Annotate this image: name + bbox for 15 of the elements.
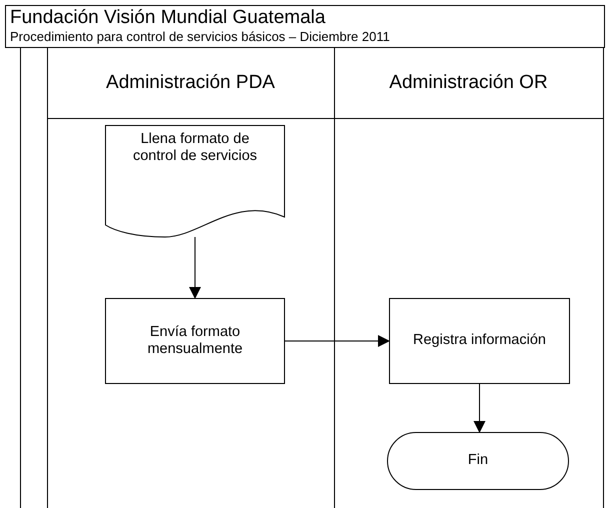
step-text: Registra información xyxy=(413,332,546,350)
subtitle: Procedimiento para control de servicios básicos – Diciembre 2011 xyxy=(10,29,390,44)
process-box xyxy=(105,298,285,384)
lane-heading: Administración OR xyxy=(389,72,548,94)
arrow xyxy=(189,236,201,299)
lane-heading: Administración PDA xyxy=(106,72,275,94)
step-text: Llena formato de control de servicios xyxy=(132,131,258,166)
title: Fundación Visión Mundial Guatemala xyxy=(10,7,326,29)
step-text: Envía formato mensualmente xyxy=(146,324,244,358)
process-box xyxy=(389,298,570,384)
arrow xyxy=(284,335,390,347)
document-shape xyxy=(105,125,285,240)
swimlane xyxy=(47,47,335,508)
arrow xyxy=(474,384,486,433)
step-text: Fin xyxy=(468,452,488,470)
